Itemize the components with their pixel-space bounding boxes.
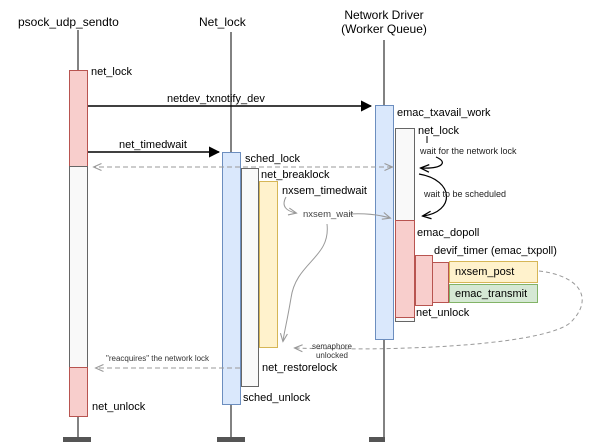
netdev-txnotify-label: netdev_txnotify_dev [167, 93, 265, 105]
driver-title: Network Driver (Worker Queue) [330, 8, 438, 36]
nxsem-timedwait-label: nxsem_timedwait [282, 185, 367, 197]
driver-footer-stub [369, 437, 385, 442]
psock-net-lock-label: net_lock [91, 66, 132, 78]
nxsem-wait-blocking-curve [283, 223, 328, 341]
semaphore-note-line1: semaphore [311, 342, 353, 351]
semaphore-note-line2: unlocked [315, 351, 349, 360]
nxsem-wait-to-driver-curve [348, 214, 390, 218]
nxsem-timedwait-to-wait-curve [283, 196, 296, 213]
psock-net-unlock-activation [69, 367, 88, 417]
driver-emac-dopoll-activation [395, 220, 415, 318]
wait-scheduled-note: wait to be scheduled [424, 189, 507, 199]
emac-transmit-label: emac_transmit [455, 288, 528, 300]
devif-timer-label: devif_timer (emac_txpoll) [434, 245, 557, 257]
nxsem-wait-label: nxsem_wait [303, 209, 354, 220]
netlock-sched-lock-activation [222, 152, 241, 405]
driver-nxsem-post-box [449, 261, 538, 283]
driver-net-unlock-label: net_unlock [416, 307, 470, 319]
emac-txavail-label: emac_txavail_work [397, 107, 491, 119]
netlock-nxsem-timedwait-activation [259, 181, 278, 348]
sched-unlock-label: sched_unlock [243, 392, 311, 404]
driver-emac-transmit-box [449, 284, 538, 303]
driver-txpoll-activation [432, 262, 449, 303]
psock-net-unlock-label: net_unlock [92, 401, 146, 413]
driver-title-line2: (Worker Queue) [341, 22, 427, 36]
driver-title-line1: Network Driver [344, 8, 424, 22]
wait-scheduled-loop-arrow [418, 173, 448, 216]
netlock-footer-stub [217, 437, 245, 442]
netlock-title: Net_lock [199, 15, 246, 29]
psock-title: psock_udp_sendto [18, 15, 119, 29]
net-breaklock-label: net_breaklock [261, 169, 330, 181]
reacquires-note: "reacquires" the network lock [106, 354, 210, 363]
net-timedwait-label: net_timedwait [119, 139, 187, 151]
net-restorelock-label: net_restorelock [262, 362, 338, 374]
psock-footer-stub [63, 437, 91, 442]
wait-for-lock-note: wait for the network lock [420, 146, 517, 156]
semaphore-unlocked-dashed-curve [295, 270, 583, 349]
emac-dopoll-label: emac_dopoll [417, 227, 480, 239]
nxsem-post-label: nxsem_post [455, 266, 515, 278]
wait-for-lock-loop-arrow [421, 156, 443, 168]
driver-net-lock-label: net_lock [418, 125, 459, 137]
semaphore-unlocked-note: semaphore unlocked [303, 342, 361, 360]
sched-lock-label: sched_lock [245, 153, 301, 165]
